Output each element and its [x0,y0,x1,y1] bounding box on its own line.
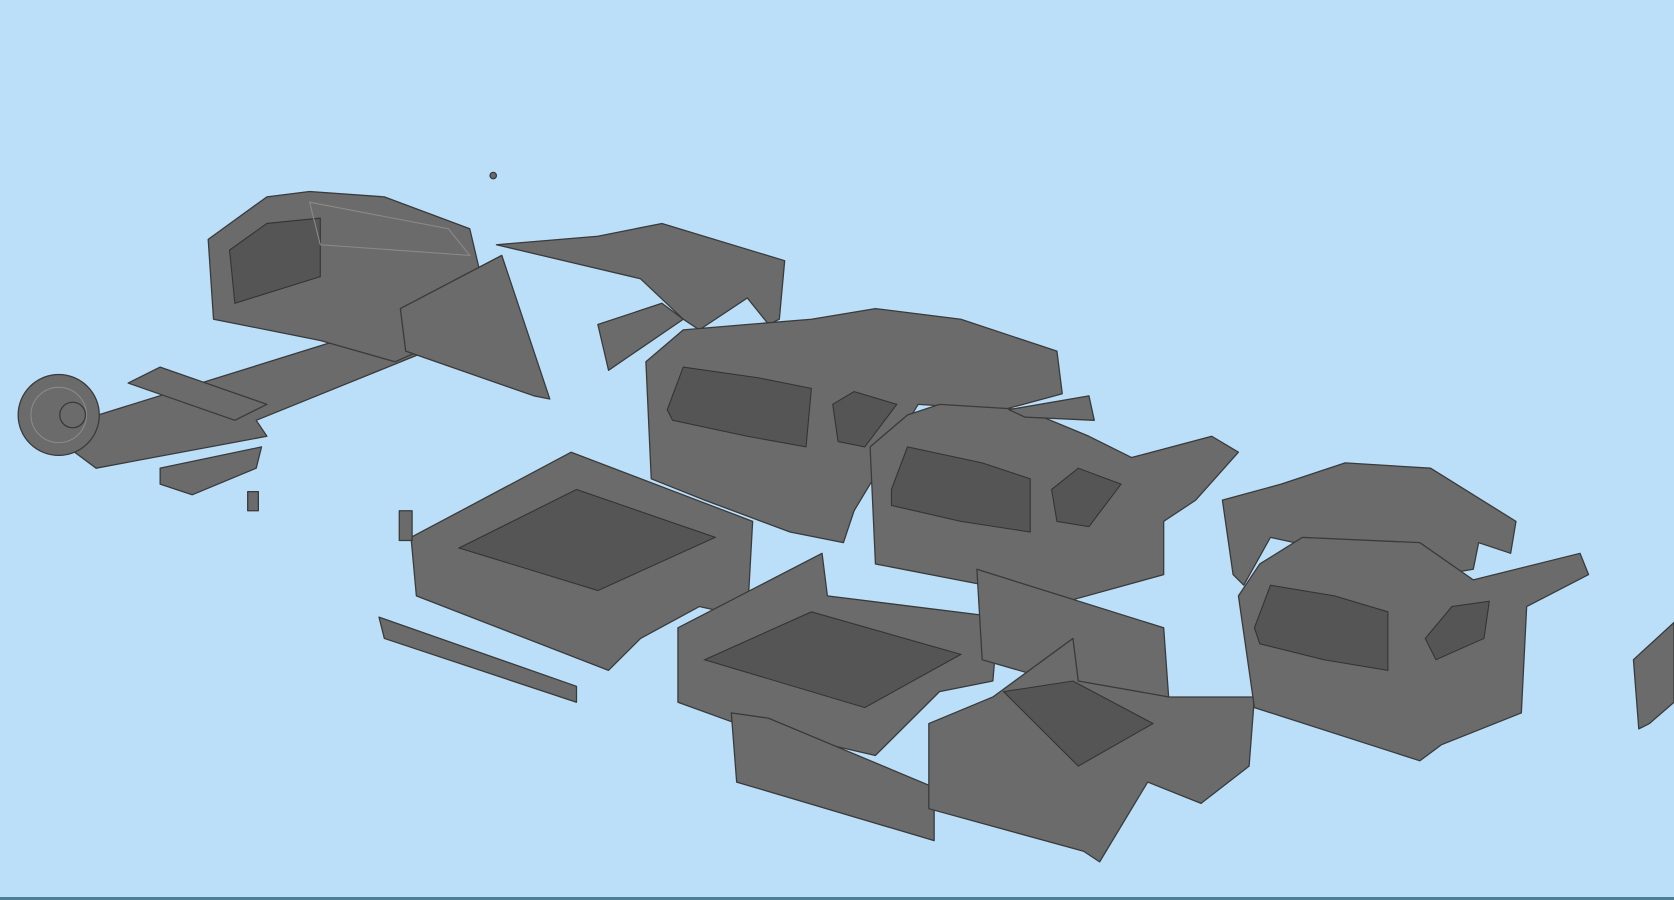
roof-part[interactable] [1221,462,1517,586]
window-part[interactable] [597,302,684,371]
door-panel-part[interactable] [399,254,551,400]
tailgate-part[interactable] [730,712,935,842]
bed-part[interactable] [677,552,999,757]
viewport-bottom-border [0,897,1674,900]
bed-part[interactable] [398,451,754,671]
bumper-part[interactable] [378,616,578,703]
cab-part[interactable] [869,395,1240,602]
fender-part[interactable] [1632,621,1674,730]
small-part[interactable] [489,171,498,180]
bed-part[interactable] [928,637,1256,863]
exploded-truck-model[interactable] [17,171,1674,863]
cab-part[interactable] [645,307,1063,544]
cab-part[interactable] [1237,536,1590,762]
chassis-part[interactable] [17,318,428,512]
